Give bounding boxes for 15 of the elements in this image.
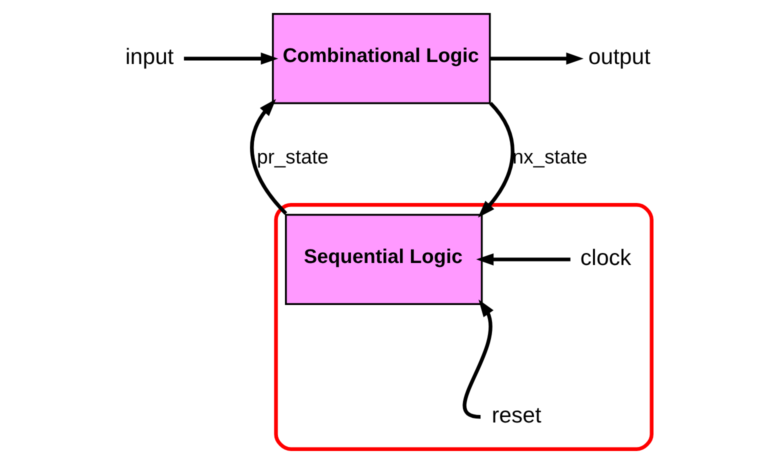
node-text: input (124, 44, 174, 69)
edge-label: nx_state (512, 146, 587, 168)
node-box: Combinational Logic (271, 12, 490, 104)
arrow (250, 98, 287, 214)
node-text: reset (491, 402, 541, 427)
arrow (476, 252, 570, 266)
arrow (183, 52, 278, 64)
node-box: Sequential Logic (284, 213, 482, 304)
arrow (490, 52, 584, 64)
node-text: clock (580, 244, 631, 270)
node-text: output (588, 44, 650, 69)
arrow (462, 298, 494, 418)
edge-label: pr_state (256, 146, 328, 168)
cluster (274, 202, 653, 450)
arrow (477, 101, 514, 218)
